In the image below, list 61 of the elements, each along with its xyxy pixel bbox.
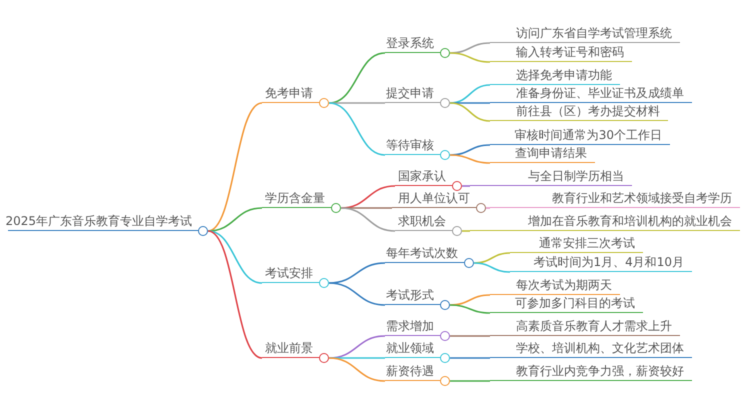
branch-connector [450, 304, 490, 314]
branch-connector [450, 42, 490, 54]
topic-text: 就业前景 [265, 341, 313, 355]
topic-text: 选择免考申请功能 [516, 68, 612, 82]
topic-text: 就业领域 [386, 341, 434, 355]
topic-text: 需求增加 [386, 319, 434, 333]
branch-connector [450, 294, 490, 306]
branch-connector [462, 230, 470, 232]
topic-text: 每次考试为期两天 [516, 278, 612, 292]
topic-text: 输入转考证号和密码 [516, 45, 624, 59]
branch-connector [208, 102, 262, 232]
branch-connector [328, 262, 386, 284]
topic-text: 高素质音乐教育人才需求上升 [516, 319, 672, 333]
topic-text: 每年考试次数 [386, 246, 458, 260]
branch-connector [328, 102, 386, 156]
branch-connector [450, 102, 490, 104]
topic-text: 增加在音乐教育和培训机构的就业机会 [528, 214, 732, 228]
branch-connector [450, 335, 490, 337]
branch-connector [474, 262, 510, 273]
branch-connector [341, 207, 392, 209]
topic-text: 与全日制学历相当 [528, 169, 624, 183]
topic-text: 薪资待遇 [386, 364, 434, 378]
branch-connector [328, 282, 386, 306]
topic-text: 提交申请 [386, 86, 434, 100]
branch-connector [450, 357, 490, 359]
topic-text: 考试形式 [386, 288, 434, 302]
topic-text: 2025年广东音乐教育专业自学考试 [5, 214, 192, 228]
topic-text: 等待审核 [386, 138, 434, 152]
branch-connector [450, 144, 490, 156]
branch-connector [450, 380, 490, 382]
branch-connector [208, 207, 262, 232]
branch-connector [329, 102, 385, 104]
topic-text: 考试时间为1月、4月和10月 [533, 255, 684, 269]
topic-text: 教育行业和艺术领域接受自考学历 [552, 191, 732, 205]
topic-text: 用人单位认可 [398, 191, 470, 205]
branch-connector [462, 185, 470, 187]
topic-text: 准备身份证、毕业证书及成绩单 [516, 86, 684, 100]
topic-text: 免考申请 [265, 86, 313, 100]
branch-connector [329, 357, 385, 359]
topic-text: 通常安排三次考试 [539, 236, 635, 250]
topic-text: 审核时间通常为30个工作日 [514, 128, 662, 142]
topic-text: 教育行业内竞争力强，薪资较好 [516, 364, 684, 378]
branch-connector [450, 102, 490, 122]
branch-connector [486, 207, 490, 209]
branch-connector [328, 357, 386, 382]
topic-text: 考试安排 [265, 266, 313, 280]
topic-text: 国家承认 [398, 169, 446, 183]
branch-connector [450, 52, 490, 63]
topic-text: 查询申请结果 [515, 146, 587, 160]
topic-text: 访问广东省自学考试管理系统 [516, 26, 672, 40]
topic-text: 登录系统 [386, 36, 434, 50]
branch-connector [340, 207, 396, 232]
topic-text: 求职机会 [398, 214, 446, 228]
topic-text: 可参加多门科目的考试 [515, 296, 635, 310]
topic-text: 前往县（区）考办提交材料 [516, 104, 660, 118]
topic-text: 学校、培训机构、文化艺术团体 [516, 341, 684, 355]
branch-connector [208, 230, 262, 359]
branch-connector [474, 252, 510, 264]
branch-connector [450, 154, 490, 164]
branch-connector [208, 230, 262, 284]
topic-text: 学历含金量 [265, 191, 325, 205]
